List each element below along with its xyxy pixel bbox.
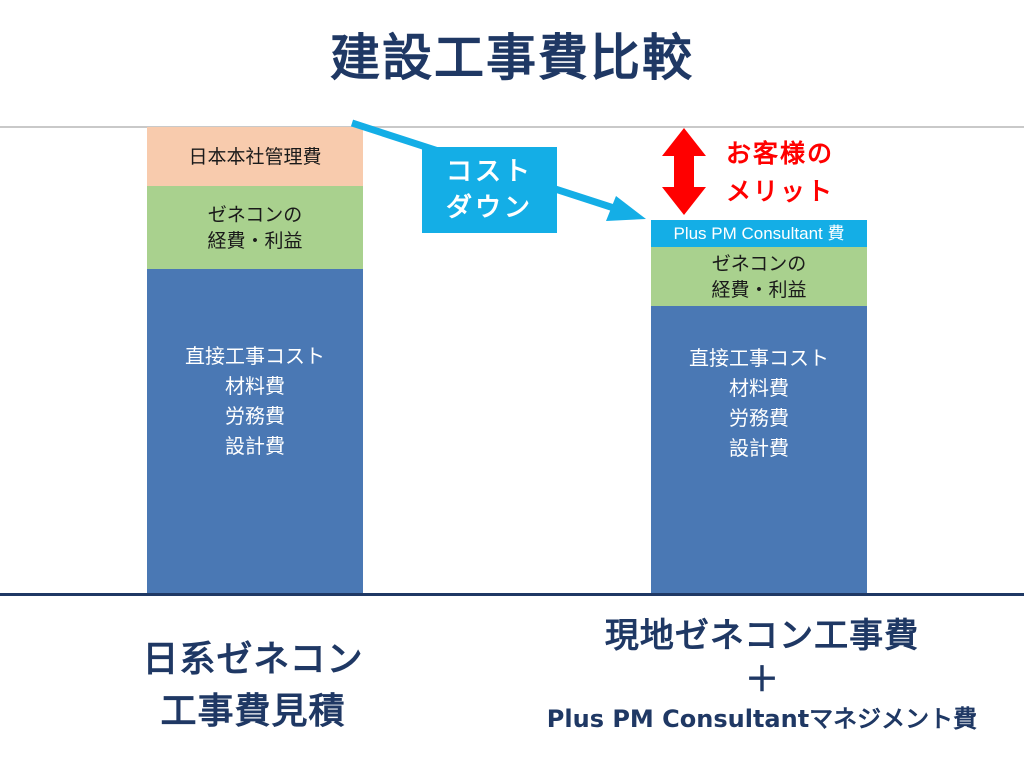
gc-overhead-segment: ゼネコンの 経費・利益 [651, 247, 867, 306]
direct-cost-line: 直接工事コスト [185, 344, 325, 368]
direct-cost-line: 材料費 [225, 374, 285, 398]
customer-merit-label: お客様の メリット [726, 135, 834, 211]
direct-cost-segment: 直接工事コスト 材料費 労務費 設計費 [651, 306, 867, 593]
merit-line2: メリット [726, 177, 835, 206]
gc-overhead-label-line2: 経費・利益 [711, 278, 807, 301]
pm-fee-label: Plus PM Consultant 費 [673, 223, 845, 243]
baseline [0, 593, 1024, 596]
gc-overhead-segment: ゼネコンの 経費・利益 [147, 186, 363, 269]
pm-fee-segment: Plus PM Consultant 費 [651, 220, 867, 247]
reference-line [0, 126, 1024, 128]
direct-cost-line: 労務費 [729, 406, 789, 430]
left-caption-line2: 工事費見積 [160, 691, 346, 732]
direct-cost-segment: 直接工事コスト 材料費 労務費 設計費 [147, 269, 363, 593]
gc-overhead-label-line1: ゼネコンの [207, 203, 303, 226]
direct-cost-line: 設計費 [729, 436, 789, 460]
right-caption-line3: Plus PM Consultantマネジメント費 [546, 705, 978, 733]
cost-down-line2: ダウン [445, 193, 533, 223]
left-caption-line1: 日系ゼネコン [142, 639, 364, 680]
cost-down-label-box: コスト ダウン [422, 147, 557, 233]
right-caption-plus: ＋ [745, 660, 779, 700]
left-bar-caption: 日系ゼネコン 工事費見積 [118, 634, 388, 738]
merit-line1: お客様の [726, 139, 835, 168]
direct-cost-line: 労務費 [225, 404, 285, 428]
hq-cost-label: 日本本社管理費 [188, 145, 322, 168]
right-bar-caption: 現地ゼネコン工事費 ＋ Plus PM Consultantマネジメント費 [500, 612, 1024, 738]
direct-cost-line: 直接工事コスト [689, 346, 829, 370]
page-title: 建設工事費比較 [330, 29, 694, 87]
gc-overhead-label-line2: 経費・利益 [207, 229, 303, 252]
gc-overhead-label-line1: ゼネコンの [711, 252, 807, 275]
merit-double-arrow [662, 128, 706, 215]
direct-cost-line: 設計費 [225, 434, 285, 458]
hq-cost-segment: 日本本社管理費 [147, 127, 363, 186]
cost-down-line1: コスト [445, 157, 533, 187]
direct-cost-line: 材料費 [729, 376, 789, 400]
right-caption-line1: 現地ゼネコン工事費 [604, 616, 920, 656]
